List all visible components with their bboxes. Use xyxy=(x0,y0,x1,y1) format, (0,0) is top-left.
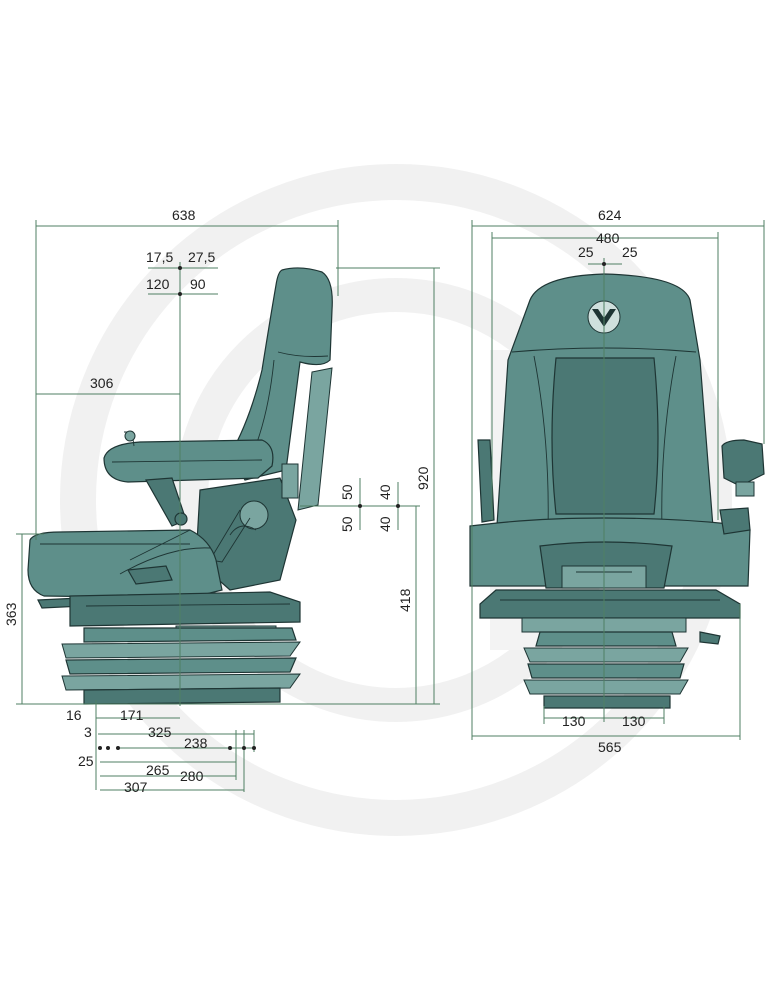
dim-base-3: 3 xyxy=(84,724,92,740)
dim-seat-reference-depth: 306 xyxy=(90,375,114,391)
dim-base-half-left: 130 xyxy=(562,713,586,729)
dim-headrest-travel-fwd: 120 xyxy=(146,276,170,292)
dim-base-16: 16 xyxy=(66,707,82,723)
dim-base-171: 171 xyxy=(120,707,144,723)
dim-armrest-up-2: 40 xyxy=(377,484,393,500)
dim-offset-right: 25 xyxy=(622,244,638,260)
dim-offset-left: 25 xyxy=(578,244,594,260)
dim-base-width: 565 xyxy=(598,739,622,755)
dim-base-307: 307 xyxy=(124,779,148,795)
dim-overall-width: 624 xyxy=(598,207,622,223)
front-view-seat xyxy=(469,273,765,709)
dim-overall-depth: 638 xyxy=(172,207,196,223)
dim-armrest-up-1: 50 xyxy=(339,484,355,500)
dim-headrest-offset-fwd: 17,5 xyxy=(146,249,173,265)
dim-armrest-down-1: 50 xyxy=(339,516,355,532)
dim-seat-height-front: 363 xyxy=(3,602,19,626)
dim-base-280: 280 xyxy=(180,768,204,784)
dim-base-25: 25 xyxy=(78,753,94,769)
dimension-lines xyxy=(16,220,765,792)
dim-seat-height-ref: 418 xyxy=(397,588,413,612)
dim-base-half-right: 130 xyxy=(622,713,646,729)
dim-base-238: 238 xyxy=(184,735,208,751)
dim-headrest-offset-back: 27,5 xyxy=(188,249,215,265)
dim-armrest-down-2: 40 xyxy=(377,516,393,532)
dim-backrest-width: 480 xyxy=(596,230,620,246)
dim-headrest-travel-back: 90 xyxy=(190,276,206,292)
dim-base-265: 265 xyxy=(146,762,170,778)
dimension-labels: 638 17,5 27,5 120 90 306 50 50 40 40 920… xyxy=(3,207,646,795)
dim-overall-height: 920 xyxy=(415,466,431,490)
side-view-seat xyxy=(27,267,333,705)
dim-base-325: 325 xyxy=(148,724,172,740)
